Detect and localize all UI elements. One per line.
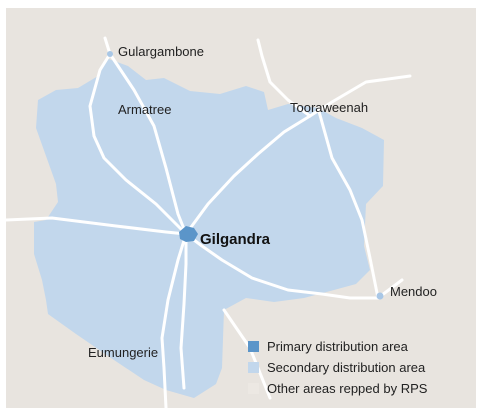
map-graphic — [6, 8, 476, 408]
place-label-eumungerie: Eumungerie — [88, 345, 159, 360]
secondary-distribution-area — [34, 58, 384, 398]
legend-item-secondary: Secondary distribution area — [248, 357, 427, 378]
road-south — [179, 232, 188, 390]
road-north-east-branch — [256, 38, 312, 118]
legend-label-primary: Primary distribution area — [267, 339, 408, 354]
place-label-gilgandra: Gilgandra — [200, 231, 271, 248]
map-legend: Primary distribution area Secondary dist… — [248, 336, 427, 399]
place-label-mendoo: Mendoo — [390, 284, 437, 299]
legend-label-secondary: Secondary distribution area — [267, 360, 426, 375]
legend-label-other: Other areas repped by RPS — [267, 381, 428, 396]
road-west — [6, 216, 188, 236]
legend-swatch-other — [248, 383, 259, 394]
town-marker-gulargambone — [107, 51, 113, 57]
road-north-west — [88, 52, 188, 236]
town-marker-mendoo — [376, 292, 384, 300]
road-south-west — [160, 232, 188, 408]
road-north-east — [184, 74, 412, 236]
legend-item-other: Other areas repped by RPS — [248, 378, 427, 399]
primary-distribution-area — [179, 226, 198, 242]
place-label-armatree: Armatree — [118, 102, 172, 117]
place-label-gulargambone: Gulargambone — [118, 44, 204, 59]
distribution-map: Gulargambone Armatree Tooraweenah Gilgan… — [6, 8, 476, 408]
legend-swatch-primary — [248, 341, 259, 352]
place-label-tooraweenah: Tooraweenah — [290, 100, 369, 115]
legend-item-primary: Primary distribution area — [248, 336, 427, 357]
road-east — [184, 232, 380, 300]
legend-swatch-secondary — [248, 362, 259, 373]
